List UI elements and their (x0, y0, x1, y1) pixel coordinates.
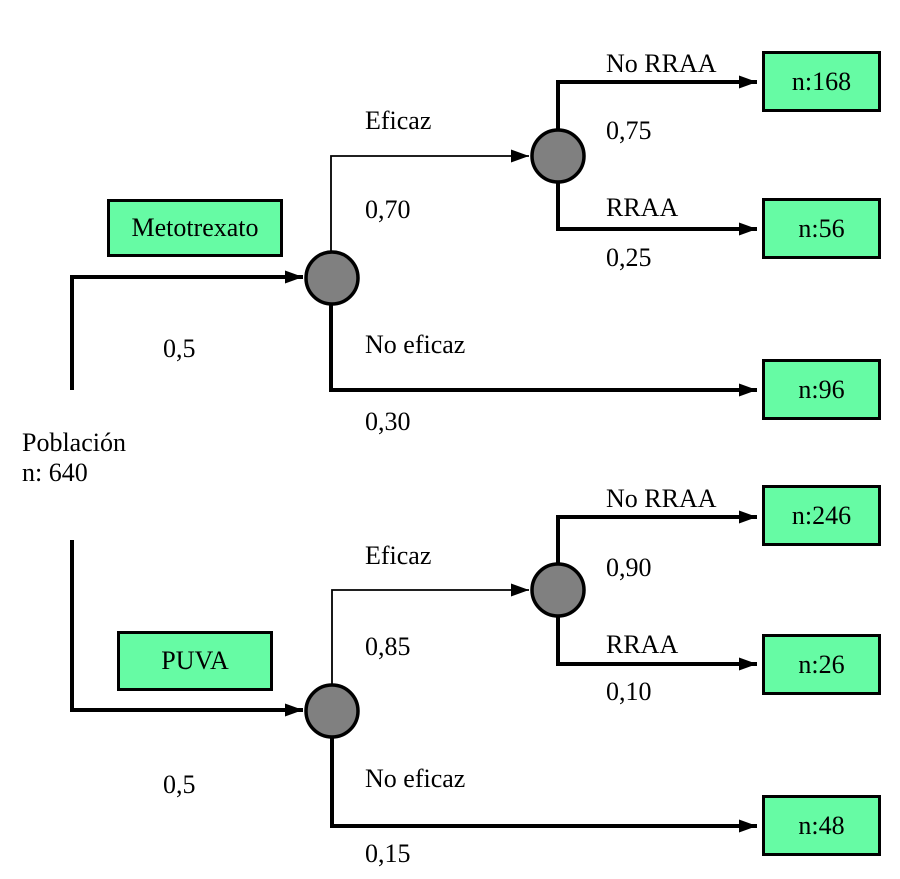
branch-label-metotrexato-no-rraa: No RRAA (606, 49, 717, 78)
probability-puva: 0,5 (163, 770, 196, 799)
branch-label-puva-no-rraa: No RRAA (606, 484, 717, 513)
outcome-box-metotrexato-no-rraa: n:168 (762, 51, 881, 112)
outcome-box-metotrexato-rraa: n:56 (762, 198, 881, 259)
probability-metotrexato: 0,5 (163, 334, 196, 363)
treatment-label: PUVA (161, 646, 229, 675)
chance-node-puva (304, 683, 360, 739)
probability-metotrexato-rraa: 0,25 (606, 243, 652, 272)
branch-line-metotrexato-eficaz (330, 149, 529, 252)
probability-metotrexato-eficaz: 0,70 (365, 195, 411, 224)
outcome-value: n:56 (798, 213, 845, 243)
outcome-value: n:48 (798, 810, 845, 840)
treatment-box-metotrexato: Metotrexato (107, 199, 283, 257)
branch-label-metotrexato-eficaz: Eficaz (365, 106, 432, 135)
outcome-value: n:96 (798, 374, 845, 404)
probability-metotrexato-no-eficaz: 0,30 (365, 407, 411, 436)
outcome-value: n:246 (791, 500, 852, 530)
outcome-box-puva-no-rraa: n:246 (762, 485, 881, 546)
outcome-box-puva-no-eficaz: n:48 (762, 795, 881, 856)
treatment-box-puva: PUVA (117, 631, 273, 691)
branch-line-puva-rraa (556, 616, 757, 671)
outcome-box-puva-rraa: n:26 (762, 634, 881, 695)
probability-metotrexato-no-rraa: 0,75 (606, 116, 652, 145)
branch-line-root-to-puva (70, 540, 303, 717)
outcome-value: n:26 (798, 649, 845, 679)
branch-line-puva-eficaz (331, 583, 529, 685)
branch-label-puva-rraa: RRAA (606, 630, 679, 659)
root-population-n: n: 640 (22, 458, 88, 487)
outcome-box-metotrexato-no-eficaz: n:96 (762, 359, 881, 420)
branch-line-metotrexato-no-eficaz (329, 304, 757, 397)
branch-line-puva-no-rraa (556, 510, 757, 564)
root-population-name: Población (22, 428, 126, 457)
branch-line-metotrexato-no-rraa (556, 75, 757, 130)
branch-line-puva-no-eficaz (330, 737, 757, 833)
probability-puva-eficaz: 0,85 (365, 632, 411, 661)
branch-label-puva-eficaz: Eficaz (365, 541, 432, 570)
outcome-value: n:168 (791, 66, 852, 96)
probability-puva-no-rraa: 0,90 (606, 553, 652, 582)
chance-node-puva-eficaz (530, 562, 586, 618)
treatment-label: Metotrexato (131, 213, 259, 242)
chance-node-metotrexato (304, 250, 360, 306)
branch-label-metotrexato-no-eficaz: No eficaz (365, 330, 466, 359)
probability-puva-rraa: 0,10 (606, 677, 652, 706)
branch-label-metotrexato-rraa: RRAA (606, 193, 679, 222)
branch-line-root-to-metotrexato (70, 270, 303, 390)
branch-label-puva-no-eficaz: No eficaz (365, 764, 466, 793)
chance-node-metotrexato-eficaz (530, 128, 586, 184)
probability-puva-no-eficaz: 0,15 (365, 839, 411, 868)
root-population-label: Población n: 640 (22, 428, 126, 488)
branch-line-metotrexato-rraa (556, 182, 757, 236)
